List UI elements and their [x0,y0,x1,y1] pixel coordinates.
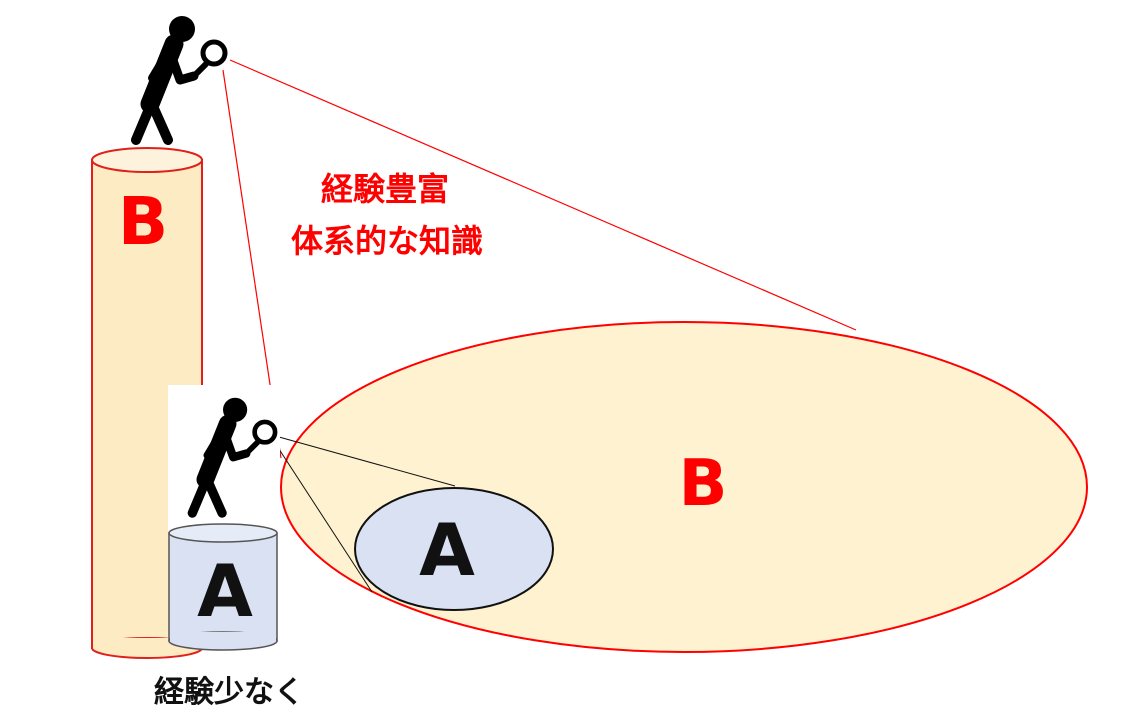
ellipse-a-label: A [419,508,475,592]
cylinder-b-label: B [118,183,168,260]
ellipse-b: B [280,321,1088,653]
ellipse-b-label: B [679,447,728,521]
cylinder-a: A [168,523,278,651]
cylinder-a-label: A [197,549,253,633]
ellipse-a: A [354,487,554,611]
novice-caption: 経験少なく [154,675,304,710]
expert-caption-line1: 経験豊富 [321,170,449,208]
person-with-magnifier-icon [131,16,228,145]
novice-sight-lines [276,436,456,593]
person-with-magnifier-icon [187,397,278,518]
expert-caption-line2: 体系的な知識 [291,222,483,260]
